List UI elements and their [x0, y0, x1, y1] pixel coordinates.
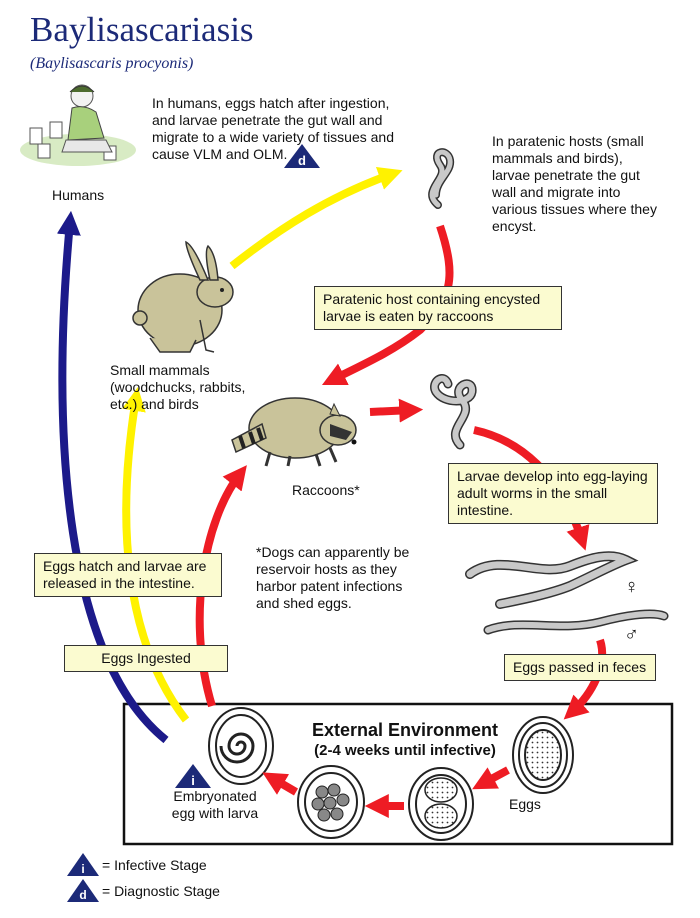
box-paratenic-eaten: Paratenic host containing encysted larva…	[314, 286, 562, 330]
egg-morula	[297, 765, 365, 839]
adult-male-worm-illustration	[483, 609, 669, 635]
arrow-paratenic-to-raccoon	[321, 224, 454, 386]
stage-i-text: i	[191, 773, 195, 788]
small-mammals-label: Small mammals (woodchucks, rabbits, etc.…	[110, 362, 246, 412]
box-eggs-ingested: Eggs Ingested	[64, 645, 228, 672]
egg-unembryonated	[512, 716, 574, 794]
legend-infective-stage: = Infective Stage	[102, 857, 207, 873]
raccoon-larva-illustration	[430, 374, 477, 450]
diagram-subtitle: (Baylisascaris procyonis)	[30, 55, 194, 72]
egg-two-cell	[408, 767, 474, 841]
stage-d-text: d	[298, 153, 306, 168]
eggs-label: Eggs	[509, 796, 541, 812]
legend-d-triangle: d	[67, 879, 99, 902]
paratenic-description: In paratenic hosts (small mammals and bi…	[492, 133, 657, 234]
stage-d-triangle: d	[284, 144, 320, 168]
embryonated-egg-label: Embryonated egg with larva	[171, 788, 259, 821]
stage-i-triangle: i	[175, 764, 211, 788]
external-environment-title: External Environment	[311, 720, 499, 740]
external-environment-subtitle: (2-4 weeks until infective)	[314, 742, 496, 759]
box-eggs-hatch: Eggs hatch and larvae are released in th…	[34, 553, 222, 597]
human-child-illustration	[20, 84, 136, 166]
legend-i-triangle: i	[67, 853, 99, 876]
external-environment-box	[122, 702, 674, 846]
box-eggs-passed-in-feces: Eggs passed in feces	[504, 654, 656, 681]
box-larvae-develop: Larvae develop into egg-laying adult wor…	[448, 463, 658, 524]
female-symbol: ♀	[624, 576, 639, 598]
male-symbol: ♂	[624, 624, 639, 646]
diagram-title: Baylisascariasis	[30, 10, 254, 49]
arrow-egg-to-two-cell	[472, 766, 510, 790]
arrow-to-paratenic-host	[229, 166, 403, 270]
humans-label: Humans	[52, 187, 105, 203]
dogs-note: *Dogs can apparently be reservoir hosts …	[256, 544, 410, 611]
humans-description: In humans, eggs hatch after ingestion, a…	[152, 95, 395, 162]
adult-female-worm-illustration	[465, 551, 639, 609]
raccoons-label: Raccoons*	[292, 482, 360, 498]
arrow-morula-to-embryonated	[262, 772, 299, 796]
legend-d-text: d	[79, 888, 86, 902]
legend-i-text: i	[81, 862, 84, 876]
rabbit-illustration	[132, 240, 234, 353]
egg-embryonated-with-larva	[208, 707, 274, 785]
legend-diagnostic-stage: = Diagnostic Stage	[102, 883, 220, 899]
arrow-raccoon-to-larva	[369, 398, 424, 423]
raccoon-illustration	[231, 397, 357, 467]
paratenic-larva-illustration	[428, 148, 455, 209]
arrow-egg-to-humans	[56, 210, 169, 744]
